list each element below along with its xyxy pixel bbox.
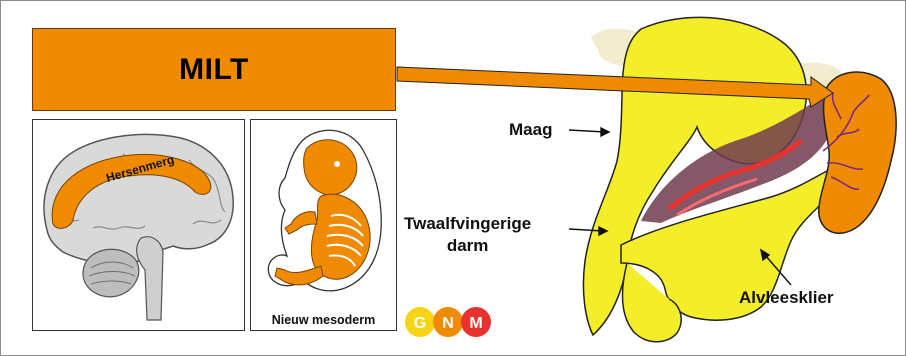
maag-pointer-line [569,130,605,132]
logo-letter-n: N [442,315,454,332]
duodenum-label: Twaalfvingerige darm [404,213,531,257]
logo-letter-m: M [469,315,482,332]
duodenum-label-line1: Twaalfvingerige [404,213,531,235]
stomach-label: Maag [509,120,552,140]
spleen-shape [819,72,896,233]
maag-pointer-head [601,128,609,136]
gnm-logo: G N M [404,306,508,338]
logo-letter-g: G [414,315,426,332]
duodenum-label-line2: darm [404,235,531,257]
pancreas-label: Alvleesklier [739,288,834,308]
